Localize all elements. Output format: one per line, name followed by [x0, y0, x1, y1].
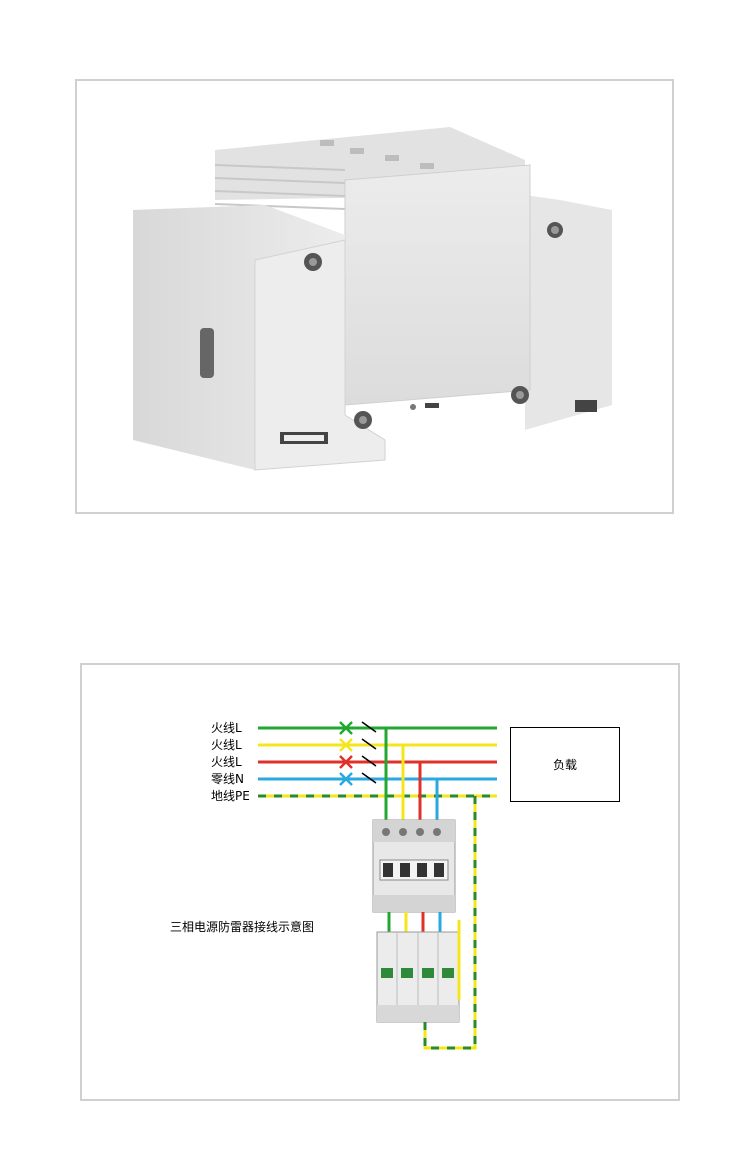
load-label: 负载: [552, 758, 577, 772]
wire-label-l2: 火线L: [211, 738, 242, 752]
load-box: 负载: [510, 727, 620, 802]
diagram-caption: 三相电源防雷器接线示意图: [170, 920, 315, 934]
wire-label-l3: 火线L: [211, 755, 242, 769]
wire-label-pe: 地线PE: [211, 789, 250, 803]
circuit-breaker-icon: [372, 819, 456, 913]
wire-label-l1: 火线L: [211, 721, 242, 735]
surge-protector-icon: [376, 931, 460, 1023]
wire-label-n: 零线N: [211, 772, 244, 786]
breaker-cross-icons: [339, 721, 377, 786]
pe-ground-wire: [423, 796, 477, 1050]
